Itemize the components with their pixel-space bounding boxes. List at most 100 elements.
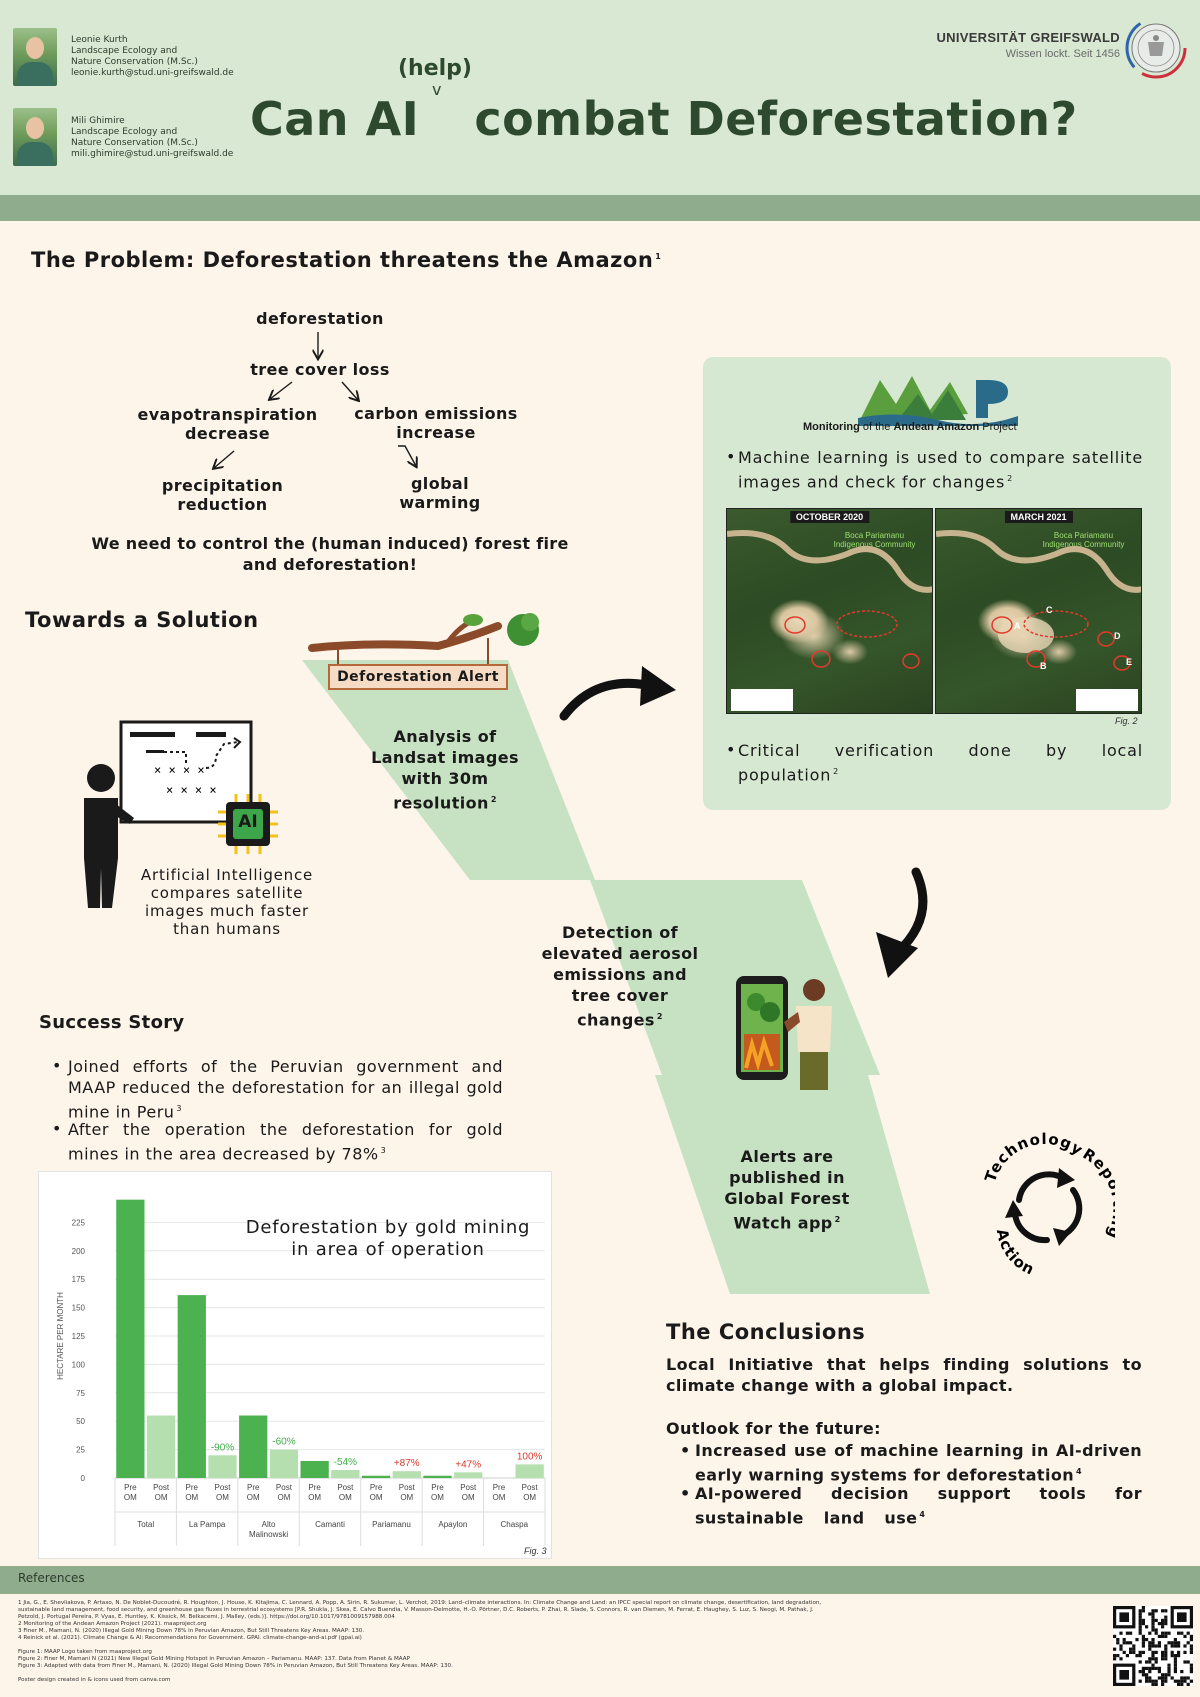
chart-bar-post bbox=[208, 1455, 237, 1478]
qr-module bbox=[1173, 1663, 1177, 1667]
qr-module bbox=[1189, 1663, 1193, 1667]
qr-module bbox=[1180, 1631, 1184, 1635]
ai-caption-line: compares satellite bbox=[150, 884, 304, 902]
cycle-diagram: Technology Reporting Action bbox=[981, 1130, 1115, 1279]
poster-title: Can AI combat Deforestation? bbox=[250, 92, 1078, 146]
qr-module bbox=[1132, 1647, 1136, 1651]
flow-precipitation: precipitation reduction bbox=[140, 476, 305, 514]
qr-module bbox=[1148, 1647, 1152, 1651]
chart-y-tick-label: 225 bbox=[72, 1218, 86, 1227]
cycle-arrow-icon bbox=[1012, 1211, 1050, 1244]
qr-module bbox=[1138, 1615, 1142, 1619]
qr-module bbox=[1141, 1634, 1145, 1638]
qr-module bbox=[1122, 1641, 1126, 1645]
reference-line: Figure 1: MAAP Logo taken from maaprojec… bbox=[18, 1649, 152, 1655]
qr-module bbox=[1161, 1682, 1165, 1686]
chart-change-label: -90% bbox=[211, 1442, 234, 1453]
deforestation-alert-sign: Deforestation Alert bbox=[328, 664, 508, 690]
qr-module bbox=[1183, 1660, 1187, 1664]
chart-series-label: OM bbox=[431, 1493, 444, 1502]
chart-series-label: Post bbox=[399, 1483, 416, 1492]
qr-module bbox=[1164, 1676, 1168, 1680]
chart-y-tick-label: 0 bbox=[81, 1474, 86, 1483]
flow-precip-line: precipitation bbox=[161, 476, 284, 495]
chart-series-label: OM bbox=[277, 1493, 290, 1502]
chart-bar-pre bbox=[177, 1295, 206, 1478]
chart-y-tick-label: 50 bbox=[76, 1417, 85, 1426]
success-bullet-2: After the operation the deforestation fo… bbox=[68, 1119, 503, 1164]
ai-chip-label: AI bbox=[238, 812, 258, 832]
chart-y-tick-label: 150 bbox=[72, 1304, 86, 1313]
qr-module bbox=[1177, 1644, 1181, 1648]
qr-module bbox=[1129, 1647, 1133, 1651]
qr-module bbox=[1157, 1666, 1161, 1670]
qr-module bbox=[1154, 1679, 1158, 1683]
satellite-marker: C bbox=[1046, 605, 1053, 615]
chart-series-label: OM bbox=[523, 1493, 536, 1502]
maap-bullet-1: Machine learning is used to compare sate… bbox=[738, 447, 1143, 492]
svg-text:Reporting: Reporting bbox=[1080, 1145, 1115, 1242]
qr-module bbox=[1148, 1631, 1152, 1635]
conclusions-summary: Local Initiative that helps finding solu… bbox=[666, 1355, 1142, 1395]
qr-module bbox=[1151, 1625, 1155, 1629]
step-line: Landsat images bbox=[371, 748, 519, 767]
qr-module bbox=[1135, 1654, 1139, 1658]
qr-module bbox=[1138, 1628, 1142, 1632]
qr-module bbox=[1154, 1644, 1158, 1648]
step-line: emissions and bbox=[553, 965, 687, 984]
call-to-action-line: We need to control the (human induced) f… bbox=[91, 534, 569, 553]
chart-series-label: OM bbox=[185, 1493, 198, 1502]
flow-global-line: global bbox=[410, 474, 470, 493]
chart-bar-pre bbox=[239, 1415, 268, 1478]
step-ref: 2 bbox=[490, 795, 497, 804]
qr-module bbox=[1177, 1679, 1181, 1683]
qr-module bbox=[1170, 1676, 1174, 1680]
conclusions-bullet-1: Increased use of machine learning in AI-… bbox=[695, 1440, 1142, 1485]
qr-module bbox=[1154, 1666, 1158, 1670]
qr-module bbox=[1183, 1676, 1187, 1680]
flow-deforestation: deforestation bbox=[256, 309, 384, 328]
flow-global-line: warming bbox=[399, 493, 481, 512]
chart-change-label: +47% bbox=[455, 1459, 481, 1470]
chart-series-label: Pre bbox=[308, 1483, 321, 1492]
qr-module bbox=[1113, 1654, 1117, 1658]
qr-module bbox=[1148, 1641, 1152, 1645]
qr-module bbox=[1180, 1670, 1184, 1674]
qr-module bbox=[1119, 1644, 1123, 1648]
qr-module bbox=[1161, 1622, 1165, 1626]
university-motto: Wissen lockt. Seit 1456 bbox=[1005, 48, 1120, 60]
author-info-1: Leonie Kurth Landscape Ecology and Natur… bbox=[71, 35, 234, 79]
qr-module bbox=[1154, 1609, 1158, 1613]
solution-step-3: Alerts are published in Global Forest Wa… bbox=[702, 1146, 872, 1233]
success-bullet-text: Joined efforts of the Peruvian governmen… bbox=[68, 1057, 503, 1122]
qr-module bbox=[1167, 1670, 1171, 1674]
reference-line: Figure 2: Finer M, Mamani N (2021) New I… bbox=[18, 1656, 410, 1662]
qr-module bbox=[1157, 1676, 1161, 1680]
chart-change-label: +87% bbox=[394, 1458, 420, 1469]
chart-category-label: La Pampa bbox=[189, 1520, 226, 1529]
qr-module bbox=[1148, 1666, 1152, 1670]
qr-module bbox=[1145, 1679, 1149, 1683]
author-email[interactable]: leonie.kurth@stud.uni-greifswald.de bbox=[71, 68, 234, 78]
reference-line: 2 Monitoring of the Andean Amazon Projec… bbox=[18, 1621, 207, 1627]
qr-module bbox=[1138, 1609, 1142, 1613]
qr-module bbox=[1141, 1666, 1145, 1670]
qr-module bbox=[1145, 1676, 1149, 1680]
qr-module bbox=[1148, 1670, 1152, 1674]
solution-step-1: Analysis of Landsat images with 30m reso… bbox=[340, 726, 550, 813]
ai-caption-line: than humans bbox=[173, 920, 281, 938]
qr-code-icon[interactable] bbox=[1113, 1604, 1193, 1688]
qr-module bbox=[1173, 1654, 1177, 1658]
maap-bullet-text: Machine learning is used to compare sate… bbox=[738, 448, 1143, 492]
qr-module bbox=[1173, 1670, 1177, 1674]
chart-bar-pre bbox=[423, 1475, 452, 1478]
qr-finder bbox=[1119, 1670, 1129, 1680]
qr-module bbox=[1148, 1676, 1152, 1680]
maap-bullet-text: Critical verification done by local popu… bbox=[738, 741, 1143, 785]
author-email[interactable]: mili.ghimire@stud.uni-greifswald.de bbox=[71, 149, 234, 159]
chart-y-tick-label: 25 bbox=[76, 1446, 85, 1455]
qr-module bbox=[1164, 1657, 1168, 1661]
qr-module bbox=[1154, 1657, 1158, 1661]
flow-evapotranspiration: evapotranspiration decrease bbox=[115, 405, 340, 443]
